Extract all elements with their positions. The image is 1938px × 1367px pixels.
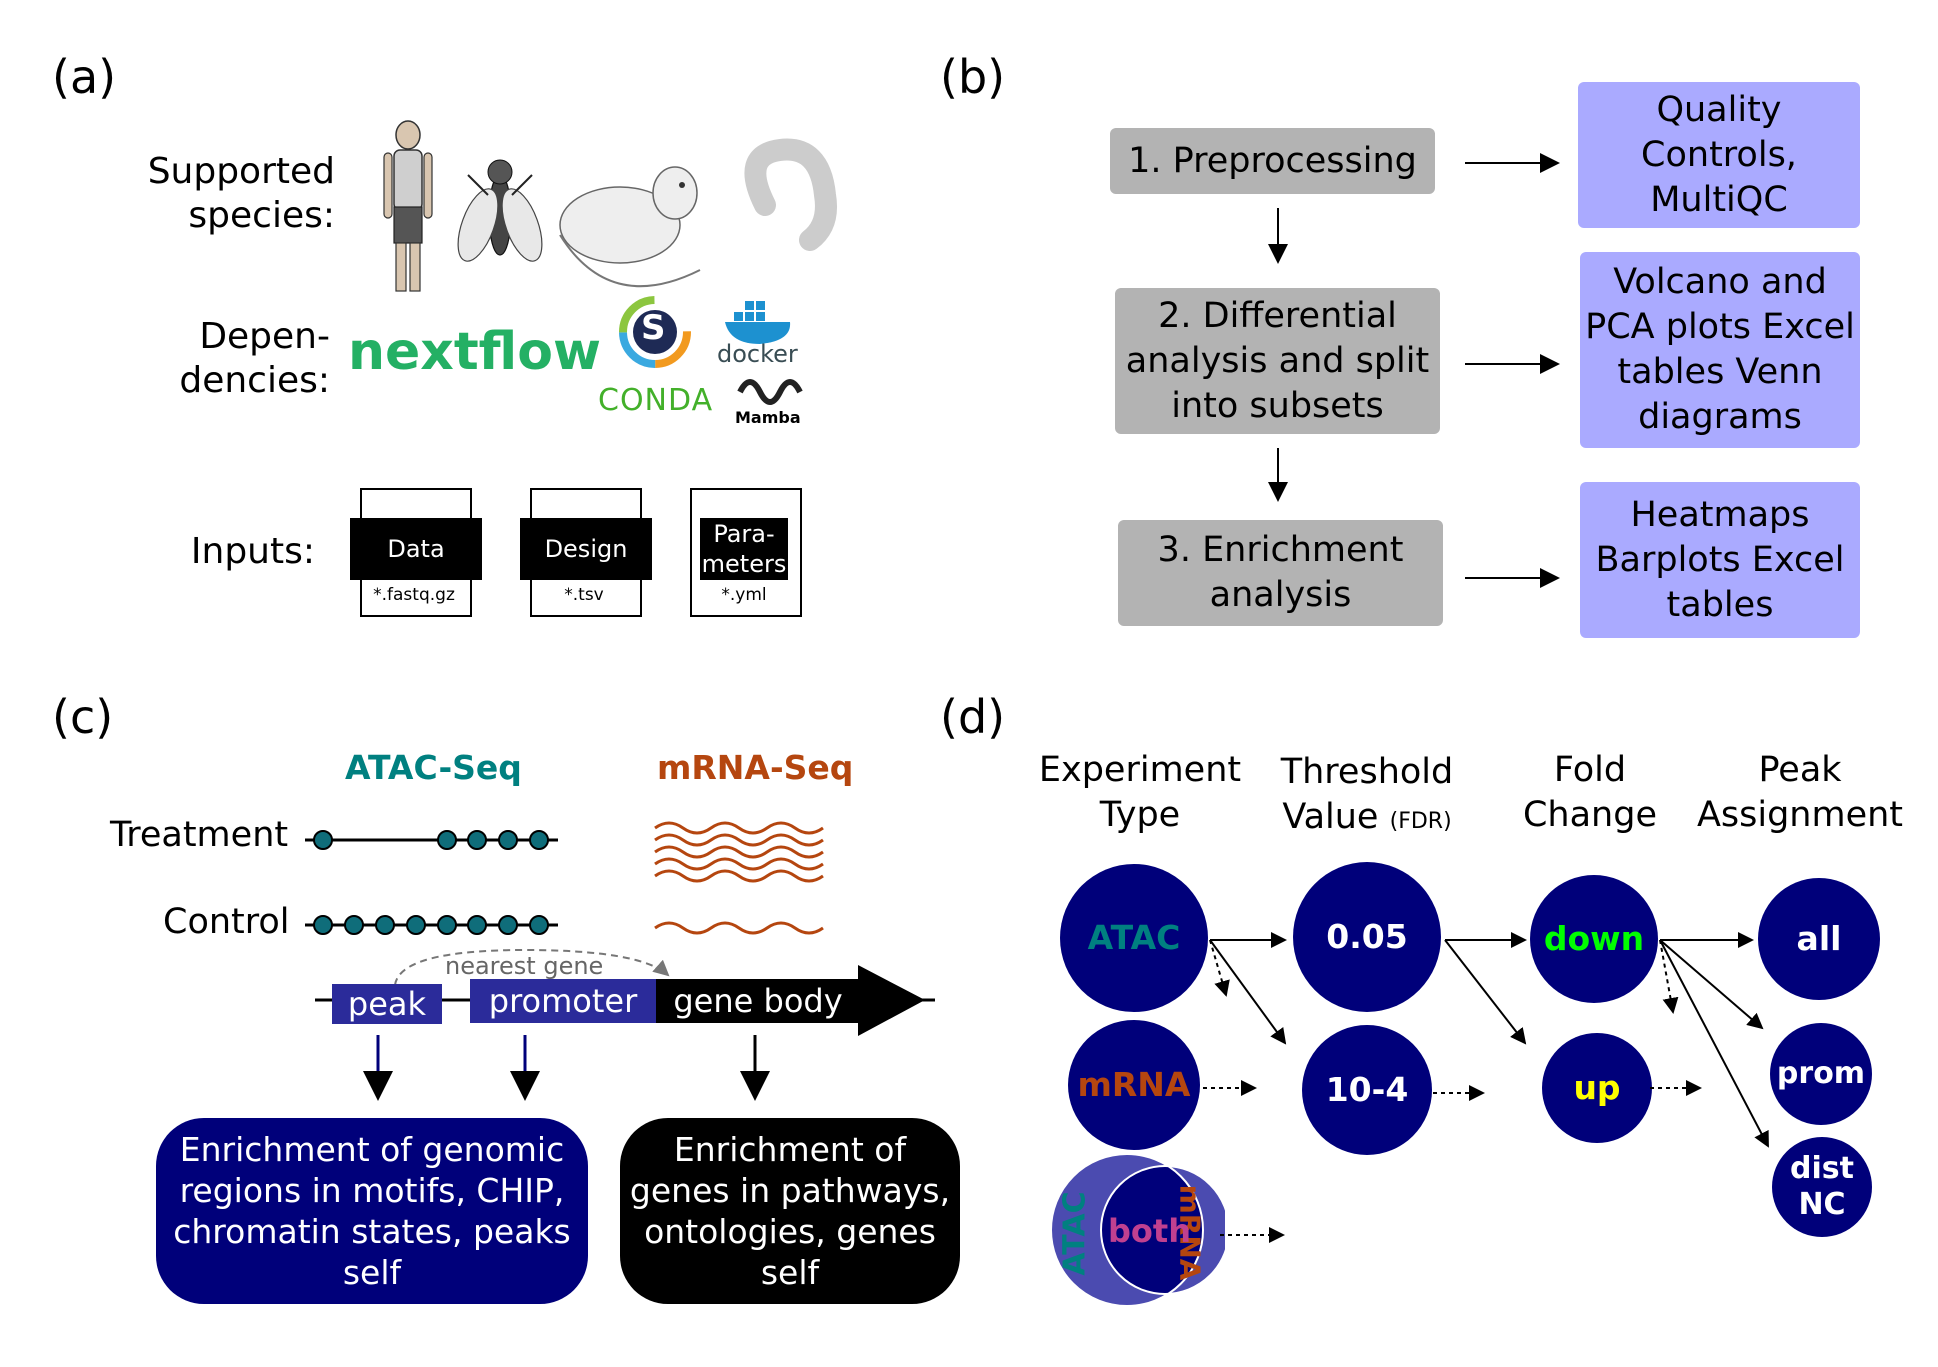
- step-differential: 2. Differential analysis and split into …: [1115, 288, 1440, 434]
- prom-node: prom: [1770, 1023, 1872, 1125]
- step-enrichment: 3. Enrichment analysis: [1118, 520, 1443, 626]
- header-threshold: Threshold Value (FDR): [1262, 750, 1472, 844]
- mrna-node: mRNA: [1068, 1020, 1200, 1150]
- gene-body-segment: gene body: [656, 979, 860, 1023]
- file-ext: *.tsv: [564, 585, 604, 605]
- docker-text: docker: [717, 340, 798, 368]
- nextflow-logo: nextflow: [348, 322, 601, 382]
- mamba-icon: [737, 379, 803, 405]
- inputs-label: Inputs:: [190, 531, 315, 572]
- promoter-segment: promoter: [470, 979, 656, 1023]
- nextflow-text: nextflow: [348, 322, 601, 382]
- treatment-label: Treatment: [110, 815, 289, 855]
- header-peak: Peak Assignment: [1696, 750, 1904, 835]
- both-venn: [1050, 1153, 1225, 1307]
- mouse-icon: [559, 166, 701, 288]
- down-node: down: [1530, 875, 1658, 1003]
- file-ext: *.yml: [721, 585, 767, 605]
- both-label: both: [1108, 1212, 1191, 1250]
- atac-title: ATAC-Seq: [345, 748, 522, 787]
- enrichment-genes-box: Enrichment of genes in pathways, ontolog…: [620, 1118, 960, 1304]
- atac-node: ATAC: [1060, 864, 1208, 1012]
- header-experiment: Experiment Type: [1038, 750, 1242, 835]
- panel-b-label: (b): [940, 50, 1006, 104]
- all-node: all: [1758, 878, 1880, 1000]
- mrna-title: mRNA-Seq: [657, 748, 854, 787]
- header-fold: Fold Change: [1522, 750, 1657, 835]
- up-node: up: [1542, 1033, 1652, 1143]
- singularity-text: S: [641, 308, 666, 348]
- output-heatmaps: Heatmaps Barplots Excel tables: [1580, 482, 1860, 638]
- human-icon: [383, 120, 433, 292]
- file-name: Design: [520, 518, 652, 580]
- fly-icon: [457, 159, 543, 262]
- worm-icon: [744, 138, 837, 251]
- nearest-gene-label: nearest gene: [445, 952, 604, 980]
- venn-atac-label: ATAC: [1057, 1191, 1093, 1276]
- header-threshold-small: (FDR): [1389, 809, 1452, 834]
- header-threshold-text: Threshold Value: [1280, 752, 1454, 837]
- control-label: Control: [163, 902, 290, 942]
- fdr-005-node: 0.05: [1293, 862, 1441, 1012]
- species-label: Supported species:: [147, 151, 335, 236]
- output-qc: Quality Controls, MultiQC: [1578, 82, 1860, 228]
- enrichment-regions-box: Enrichment of genomic regions in motifs,…: [156, 1118, 588, 1304]
- fdr-1e4-node: 10-4: [1302, 1025, 1432, 1155]
- dist-nc-node: dist NC: [1772, 1137, 1872, 1237]
- panel-d-label: (d): [940, 690, 1006, 744]
- file-name: Para- meters: [700, 518, 788, 580]
- species-icons: [383, 120, 837, 292]
- deps-label: Depen- dencies:: [179, 316, 330, 401]
- conda-text: CONDA: [598, 383, 714, 418]
- panel-c-label: (c): [52, 690, 114, 744]
- step-preprocessing: 1. Preprocessing: [1110, 128, 1435, 194]
- mamba-text: Mamba: [735, 408, 801, 427]
- peak-segment: peak: [332, 984, 442, 1024]
- docker-icon: [725, 301, 791, 344]
- panel-a-label: (a): [52, 50, 117, 104]
- output-plots: Volcano and PCA plots Excel tables Venn …: [1580, 252, 1860, 448]
- file-ext: *.fastq.gz: [373, 585, 455, 605]
- file-name: Data: [350, 518, 482, 580]
- singularity-icon: [619, 296, 691, 368]
